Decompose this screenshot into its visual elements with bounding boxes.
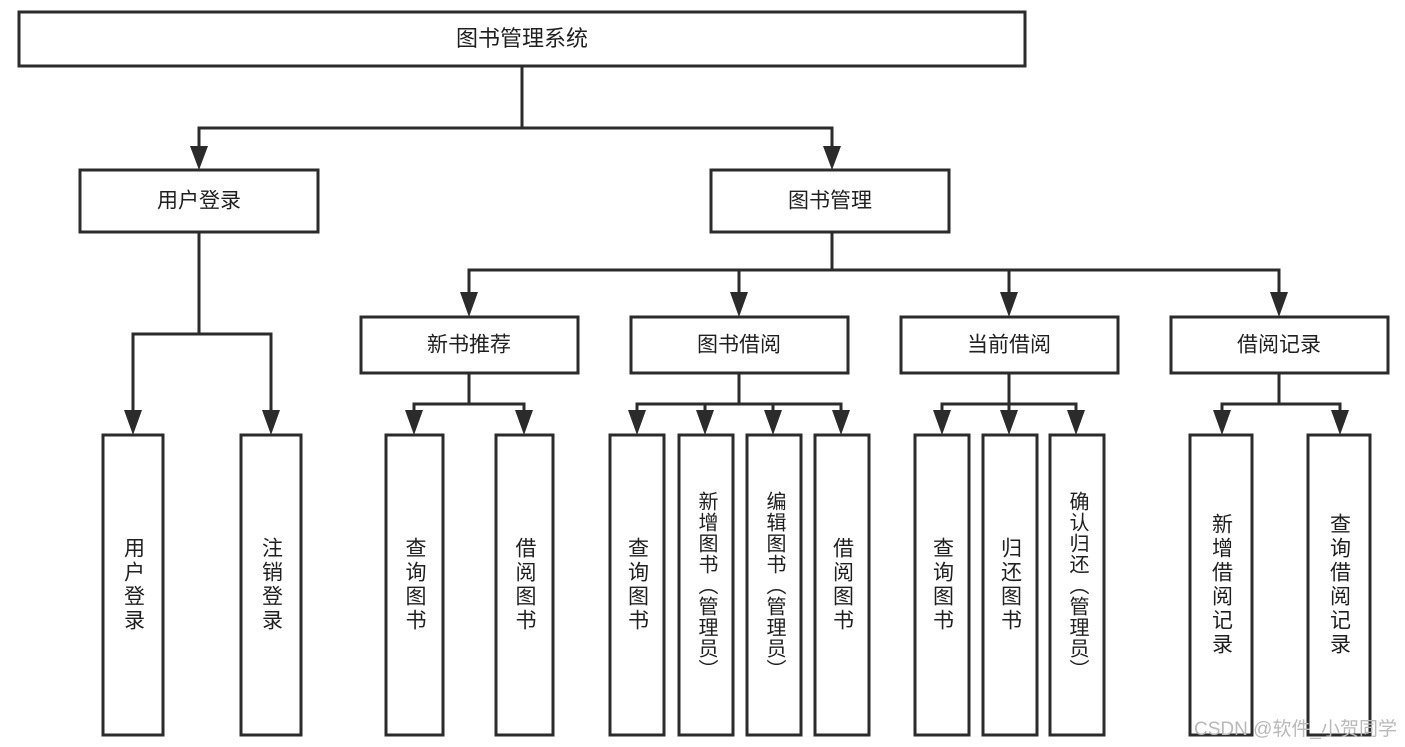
leaf-box-borrow-book-2[interactable] [813,433,871,737]
leaf-box-confirm-return[interactable] [1048,433,1106,737]
node-book-management[interactable]: 图书管理 [709,168,951,234]
node-current-borrow[interactable]: 当前借阅 [899,315,1120,375]
leaf-box-query-book-3[interactable] [913,433,971,737]
connector-bookmgmt-to-level3 [460,230,1288,317]
node-user-login[interactable]: 用户登录 [78,168,320,234]
leaf-box-edit-book[interactable] [745,433,803,737]
connector-currentborrow-to-leaves [933,371,1085,435]
node-borrow-record[interactable]: 借阅记录 [1169,315,1390,375]
node-borrow-record-label: 借阅记录 [1237,334,1321,357]
leaf-box-add-record[interactable] [1188,433,1254,737]
connector-userlogin-to-leaves [124,230,280,435]
leaf-boxes [101,433,1372,737]
node-new-book-recommend[interactable]: 新书推荐 [359,315,580,375]
node-current-borrow-label: 当前借阅 [967,334,1051,357]
node-new-book-recommend-label: 新书推荐 [427,334,511,357]
leaf-box-return-book[interactable] [981,433,1039,737]
connector-root-to-level2 [190,64,841,170]
leaf-box-query-book-1[interactable] [384,433,445,737]
node-book-borrow-label: 图书借阅 [697,334,781,357]
leaf-box-query-book-2[interactable] [608,433,666,737]
csdn-watermark: CSDN @软件_小贺同学 [1194,719,1397,740]
leaf-box-user-logout[interactable] [239,433,303,737]
connector-bookborrow-to-leaves [628,371,850,435]
leaf-box-user-login[interactable] [101,433,165,737]
node-book-management-label: 图书管理 [788,190,872,213]
leaf-box-add-book[interactable] [677,433,735,737]
node-book-borrow[interactable]: 图书借阅 [629,315,850,375]
node-user-login-label: 用户登录 [157,190,241,213]
connector-newbook-to-leaves [405,371,533,435]
leaf-box-query-record[interactable] [1306,433,1372,737]
connector-borrowrecord-to-leaves [1213,371,1349,435]
node-root-label: 图书管理系统 [456,26,588,51]
leaf-box-borrow-book-1[interactable] [494,433,555,737]
node-root[interactable]: 图书管理系统 [17,10,1027,68]
